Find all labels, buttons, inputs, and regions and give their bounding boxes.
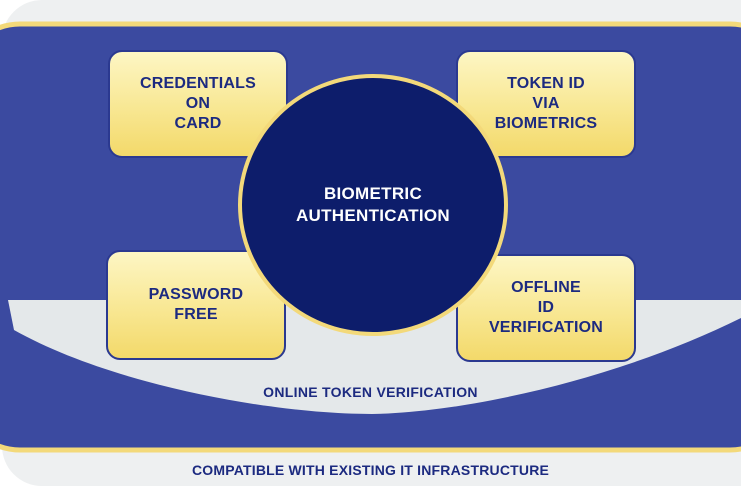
credentials-on-card-box: CREDENTIALS ON CARD [108, 50, 288, 158]
password-free-label: PASSWORD FREE [148, 286, 244, 323]
credentials-on-card-label: CREDENTIALS ON CARD [140, 75, 256, 132]
biometric-authentication-circle: BIOMETRIC AUTHENTICATION [238, 74, 508, 336]
offline-id-verification-label: OFFLINE ID VERIFICATION [488, 279, 604, 336]
password-free-box: PASSWORD FREE [106, 250, 286, 360]
token-id-via-biometrics-label: TOKEN ID VIA BIOMETRICS [494, 75, 598, 132]
online-token-verification-label: ONLINE TOKEN VERIFICATION [263, 384, 478, 400]
compatible-infrastructure-label: COMPATIBLE WITH EXISTING IT INFRASTRUCTU… [191, 462, 550, 478]
biometric-authentication-label: BIOMETRIC AUTHENTICATION [295, 184, 451, 225]
